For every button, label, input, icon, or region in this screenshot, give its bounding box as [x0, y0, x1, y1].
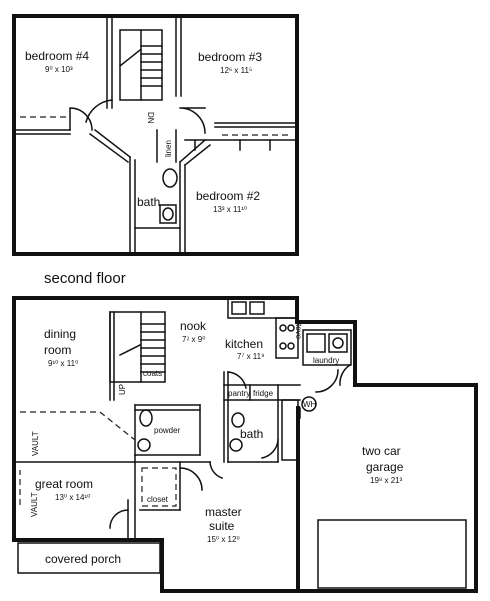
bedroom-3-dimensions: 12⁶ x 11⁵ [220, 66, 252, 75]
dining-room-label-2: room [44, 343, 71, 357]
bedroom-2-dimensions: 13³ x 11¹⁰ [213, 205, 247, 214]
master-suite-label-2: suite [209, 519, 235, 533]
powder-sink-icon [137, 438, 151, 452]
bath-toilet-icon [231, 412, 245, 428]
sink-left-icon [231, 301, 247, 315]
kitchen-dimensions: 7⁷ x 11⁹ [237, 352, 265, 361]
fridge-label: fridge [253, 389, 274, 398]
bedroom-3-label: bedroom #3 [198, 50, 262, 64]
second-floor-outline [12, 14, 299, 256]
tub-shower [281, 399, 299, 461]
stove [275, 317, 299, 359]
second-floor-caption: second floor [44, 270, 126, 287]
master-suite-label: master [205, 505, 242, 519]
nook-dimensions: 7⁲ x 9⁰ [182, 335, 205, 344]
bedroom-2-label: bedroom #2 [196, 189, 260, 203]
covered-porch-label: covered porch [45, 552, 121, 566]
closet-label: closet [147, 495, 169, 504]
bath-sink-icon [229, 438, 243, 452]
sink-icon [159, 204, 177, 224]
powder-toilet-icon [139, 409, 153, 427]
pantry-label: pantry [228, 389, 250, 398]
stove-label: stove [294, 320, 303, 340]
linen-label: linen [164, 140, 173, 157]
washer-icon [328, 333, 348, 353]
kitchen-counter [227, 297, 299, 319]
water-heater-label: WH [303, 400, 317, 409]
second-floor-plan [12, 14, 299, 256]
stair-down-label: DN [146, 112, 155, 124]
stair-up-label: UP [118, 384, 127, 395]
vault-label-1: VAULT [31, 431, 40, 456]
toilet-icon [162, 168, 178, 188]
great-room-label: great room [35, 477, 93, 491]
garage-dimensions: 19⁸ x 21³ [370, 476, 403, 485]
vault-label-2: VAULT [30, 492, 39, 517]
dryer-icon [306, 333, 326, 353]
bath-upstairs-label: bath [137, 195, 160, 209]
water-heater-icon [301, 396, 317, 412]
dining-room-dimensions: 9¹⁰ x 11⁰ [48, 359, 78, 368]
bedroom-4-label: bedroom #4 [25, 49, 89, 63]
garage-door [317, 519, 467, 589]
nook-label: nook [180, 319, 207, 333]
bath-downstairs-label: bath [240, 427, 263, 441]
garage-label: two car [362, 444, 401, 458]
covered-porch-outline [17, 542, 161, 574]
garage-label-2: garage [366, 460, 404, 474]
bedroom-4-dimensions: 9⁰ x 10³ [45, 65, 73, 74]
powder-label: powder [154, 426, 181, 435]
kitchen-label: kitchen [225, 337, 263, 351]
second-floor-stair [118, 29, 163, 101]
coats-label: coats [143, 369, 162, 378]
master-suite-dimensions: 15⁰ x 12⁰ [207, 535, 240, 544]
first-floor-plan [12, 296, 478, 593]
dining-room-label: dining [44, 327, 76, 341]
first-floor-stair [109, 311, 166, 401]
laundry-label: laundry [313, 356, 339, 365]
laundry-room [302, 329, 352, 366]
great-room-dimensions: 13⁰ x 14¹⁰ [55, 493, 90, 502]
sink-right-icon [249, 301, 265, 315]
